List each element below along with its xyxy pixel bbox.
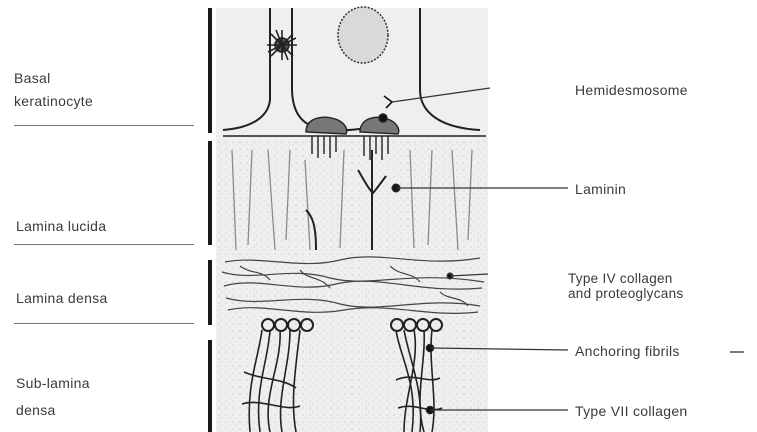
star-cell	[267, 30, 297, 60]
stipple-texture	[216, 140, 488, 432]
nucleus	[338, 7, 388, 63]
